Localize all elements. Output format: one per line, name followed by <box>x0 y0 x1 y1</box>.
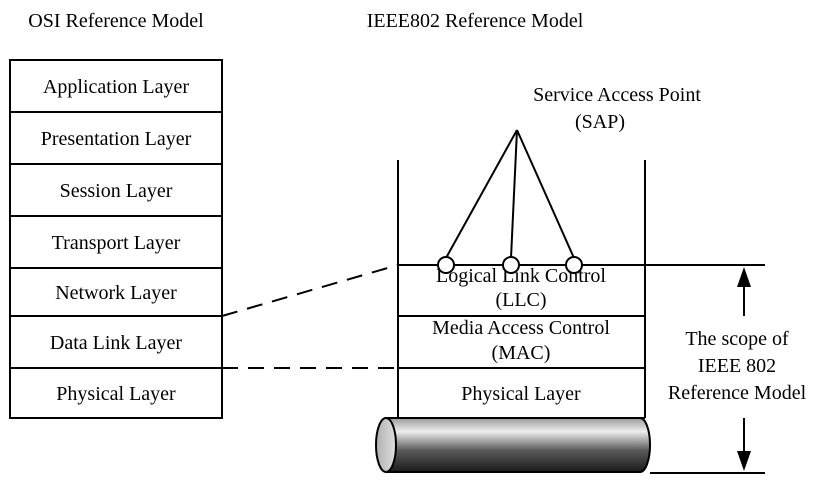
osi-layer-box <box>9 111 223 165</box>
sap-point-icon <box>502 256 520 274</box>
mapping-lines <box>221 264 399 369</box>
scope-label-line1: The scope of <box>685 328 789 350</box>
sap-label-line2: (SAP) <box>575 111 625 133</box>
sap-line-middle <box>510 129 518 259</box>
osi-layer-box <box>9 215 223 269</box>
llc-labels: Logical Link Control (LLC) <box>436 265 606 311</box>
osi-layer-network: Network Layer <box>55 282 177 304</box>
scope-arrow <box>737 267 751 471</box>
osi-stack <box>9 59 223 419</box>
llc-label-line2: (LLC) <box>495 289 546 311</box>
sap-label: Service Access Point (SAP) <box>533 84 701 133</box>
scope-arrow-down-icon <box>737 451 751 471</box>
sap-point-icon <box>437 256 455 274</box>
osi-layer-labels: Application Layer Presentation Layer Ses… <box>41 76 192 405</box>
osi-layer-presentation: Presentation Layer <box>41 128 192 150</box>
sap-point-icon <box>565 256 583 274</box>
cable-body <box>385 417 651 473</box>
osi-layer-session: Session Layer <box>60 180 173 202</box>
mapping-line-upper <box>221 264 399 317</box>
mac-label-line2: (MAC) <box>492 342 551 364</box>
mac-label-line1: Media Access Control <box>432 317 610 339</box>
sap-label-line1: Service Access Point <box>533 84 701 106</box>
osi-layer-box <box>9 315 223 369</box>
osi-layer-transport: Transport Layer <box>52 232 181 254</box>
osi-layer-data-link: Data Link Layer <box>50 332 182 354</box>
osi-layer-application: Application Layer <box>43 76 189 98</box>
ieee-title: IEEE802 Reference Model <box>367 10 584 32</box>
cable-end <box>375 417 397 473</box>
osi-layer-box <box>9 367 223 419</box>
scope-arrow-up-icon <box>737 267 751 287</box>
llc-label-line1: Logical Link Control <box>436 265 606 287</box>
osi-layer-box <box>9 59 223 113</box>
scope-label-line2: IEEE 802 <box>698 355 776 377</box>
transmission-cable-icon <box>375 417 651 473</box>
scope-label-line3: Reference Model <box>668 382 807 404</box>
sap-points <box>437 256 583 274</box>
sap-line-right <box>516 129 575 259</box>
osi-title: OSI Reference Model <box>28 10 204 32</box>
osi-layer-physical: Physical Layer <box>56 383 176 405</box>
ieee-physical-label: Physical Layer <box>461 383 581 405</box>
sap-connectors <box>445 129 575 259</box>
scope-label: The scope of IEEE 802 Reference Model <box>668 328 807 404</box>
mac-labels: Media Access Control (MAC) <box>432 317 610 364</box>
sap-line-left <box>445 129 518 259</box>
